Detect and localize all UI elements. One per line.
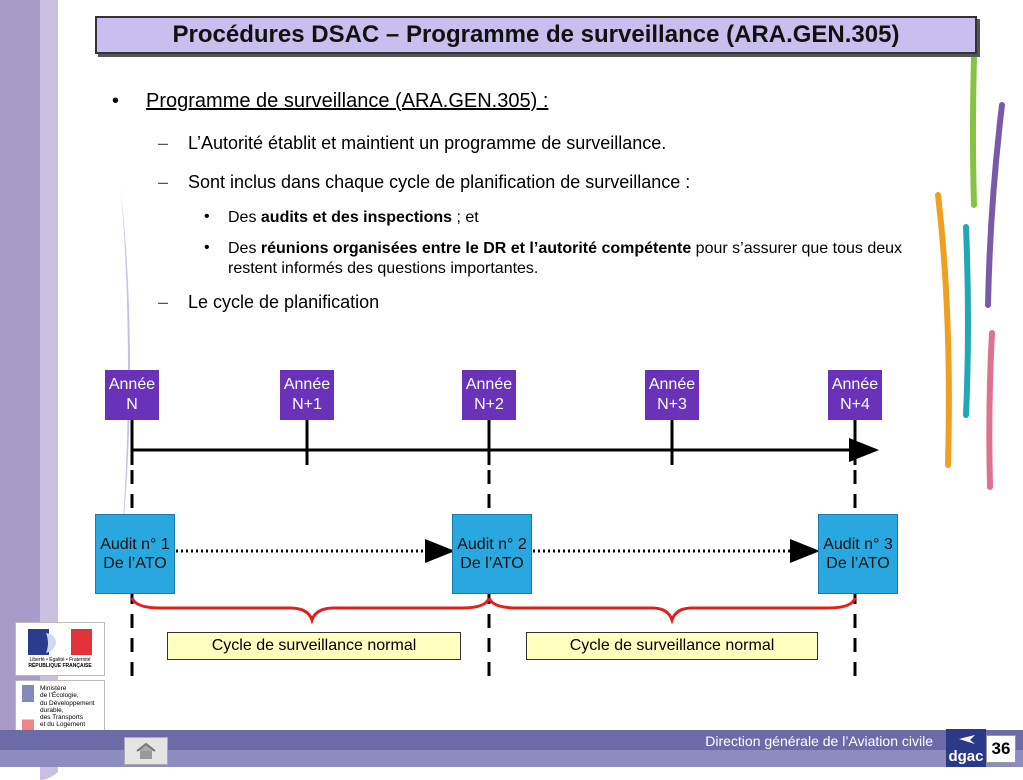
audit-label: Audit n° 3 [823, 536, 893, 553]
dash-text: Le cycle de planification [188, 292, 380, 312]
republique-francaise-logo: Liberté • Égalité • Fraternité RÉPUBLIQU… [15, 622, 105, 676]
year-value: N+3 [657, 396, 687, 413]
audit-label: Audit n° 1 [100, 536, 170, 553]
cycle-box-2: Cycle de surveillance normal [526, 632, 818, 660]
dgac-text: dgac [948, 748, 984, 765]
footer-bar [0, 730, 1023, 750]
home-icon [136, 742, 156, 759]
dash-text: Sont inclus dans chaque cycle de planifi… [188, 172, 691, 192]
dash-marker: – [158, 172, 169, 192]
sub-text-post: pour s’assurer que tous deux restent inf… [228, 240, 903, 277]
year-value: N+1 [292, 396, 322, 413]
sub-text-bold: audits et des inspections [260, 209, 453, 226]
year-label: Année [648, 376, 696, 393]
audit-subject: De l’ATO [826, 555, 890, 572]
cycle-box-1: Cycle de surveillance normal [167, 632, 461, 660]
airplane-icon [959, 735, 975, 744]
year-value: N+2 [474, 396, 504, 413]
cycle-brace [130, 597, 491, 625]
right-decor-strokes [935, 55, 1005, 490]
audit-subject: De l’ATO [103, 555, 167, 572]
audit-label: Audit n° 2 [457, 536, 527, 553]
ministry-line: Ministère [40, 685, 67, 692]
audit-box-2: Audit n° 2 De l’ATO [452, 514, 532, 594]
footer-text: Direction générale de l’Aviation civile [705, 733, 933, 749]
ministry-line: et du Logement [40, 721, 86, 729]
ministry-line: durable, [40, 706, 64, 714]
year-label: Année [108, 376, 156, 393]
dash-text: L’Autorité établit et maintient un progr… [188, 133, 667, 153]
year-label: Année [283, 376, 331, 393]
footer-bar-lower [0, 750, 1023, 767]
cycle-brace [487, 597, 857, 625]
dash-marker: – [158, 133, 169, 153]
sub-text: Des audits et des inspections ; et [228, 208, 908, 228]
sub-text-bold: réunions organisées entre le DR et l’aut… [260, 240, 692, 257]
page-number: 36 [986, 735, 1016, 763]
main-bullet-text: Programme de surveillance (ARA.GEN.305) … [146, 90, 549, 112]
rf-caption: Liberté • Égalité • Fraternité RÉPUBLIQU… [16, 657, 104, 669]
rf-name: RÉPUBLIQUE FRANÇAISE [28, 663, 92, 669]
year-value: N [126, 396, 138, 413]
year-value: N+4 [840, 396, 870, 413]
ministry-line: de l’Écologie, [40, 692, 79, 700]
year-label: Année [465, 376, 513, 393]
sub-marker: • [204, 239, 210, 256]
dash-marker: – [158, 292, 169, 312]
home-button[interactable] [124, 737, 168, 765]
year-label: Année [831, 376, 879, 393]
ministry-line: des Transports [40, 714, 83, 722]
marianne-icon [28, 629, 92, 655]
bullet-marker: • [112, 90, 120, 112]
sub-text: Des réunions organisées entre le DR et l… [228, 239, 908, 279]
ministry-line: du Développement [40, 699, 95, 707]
audit-box-1: Audit n° 1 De l’ATO [95, 514, 175, 594]
sub-text-pre: Des [228, 209, 261, 226]
sub-text-pre: Des [228, 240, 261, 257]
sub-marker: • [204, 208, 210, 225]
dgac-logo: dgac [946, 729, 986, 767]
ministry-mark [22, 685, 34, 737]
slide-title: Procédures DSAC – Programme de surveilla… [95, 16, 977, 54]
audit-subject: De l’ATO [460, 555, 524, 572]
main-bullet: • Programme de surveillance (ARA.GEN.305… [112, 90, 548, 113]
audit-box-3: Audit n° 3 De l’ATO [818, 514, 898, 594]
sub-text-post: ; et [452, 209, 479, 226]
rf-motto: Liberté • Égalité • Fraternité [29, 657, 91, 663]
